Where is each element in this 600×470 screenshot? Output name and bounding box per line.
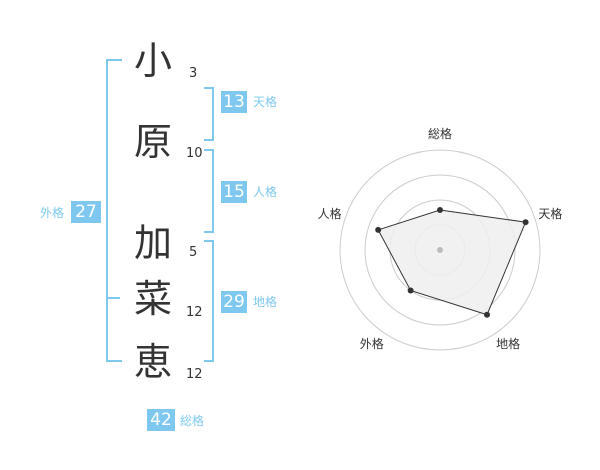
radar-point-3	[484, 311, 491, 318]
name-char-1: 小	[133, 39, 172, 83]
radar-center-dot	[437, 247, 443, 253]
radar-axis-label-3: 地格	[496, 336, 520, 351]
gaikaku-bracket	[106, 59, 122, 362]
gaikaku-bracket-tick	[106, 297, 120, 299]
stroke-count-5: 12	[186, 367, 203, 382]
tenkaku-bracket	[204, 87, 214, 141]
radar-axis-label-1: 総格	[428, 126, 452, 141]
radar-polygon	[377, 209, 527, 316]
radar-ring-4	[339, 149, 541, 351]
name-char-3: 加	[133, 221, 172, 265]
radar-point-4	[407, 287, 414, 294]
jinkaku-label: 人格	[253, 185, 278, 199]
gaikaku-label: 外格	[40, 206, 65, 220]
name-char-2: 原	[133, 120, 172, 164]
name-char-4: 菜	[133, 277, 172, 321]
chikaku-value-badge: 29	[221, 291, 247, 313]
jinkaku-value-badge: 15	[221, 181, 247, 203]
stroke-count-3: 5	[189, 245, 198, 260]
chikaku-bracket	[204, 240, 214, 362]
tenkaku-label: 天格	[253, 95, 278, 109]
stroke-count-2: 10	[186, 146, 203, 161]
radar-axis-label-4: 外格	[360, 336, 384, 351]
gaikaku-value-badge: 27	[71, 201, 101, 223]
stroke-count-4: 12	[186, 305, 203, 320]
radar-axis-label-5: 人格	[318, 206, 342, 221]
stroke-count-1: 3	[189, 66, 198, 81]
soukaku-value-badge: 42	[147, 409, 175, 431]
radar-point-5	[375, 226, 382, 233]
radar-point-2	[522, 219, 529, 226]
jinkaku-bracket	[204, 149, 214, 233]
radar-point-1	[437, 207, 443, 213]
tenkaku-value-badge: 13	[221, 91, 247, 113]
chikaku-label: 地格	[253, 295, 278, 309]
radar-axis-label-2: 天格	[538, 206, 562, 221]
soukaku-label: 総格	[180, 414, 205, 428]
name-char-5: 恵	[133, 340, 172, 384]
radar-ring-3	[364, 174, 516, 326]
